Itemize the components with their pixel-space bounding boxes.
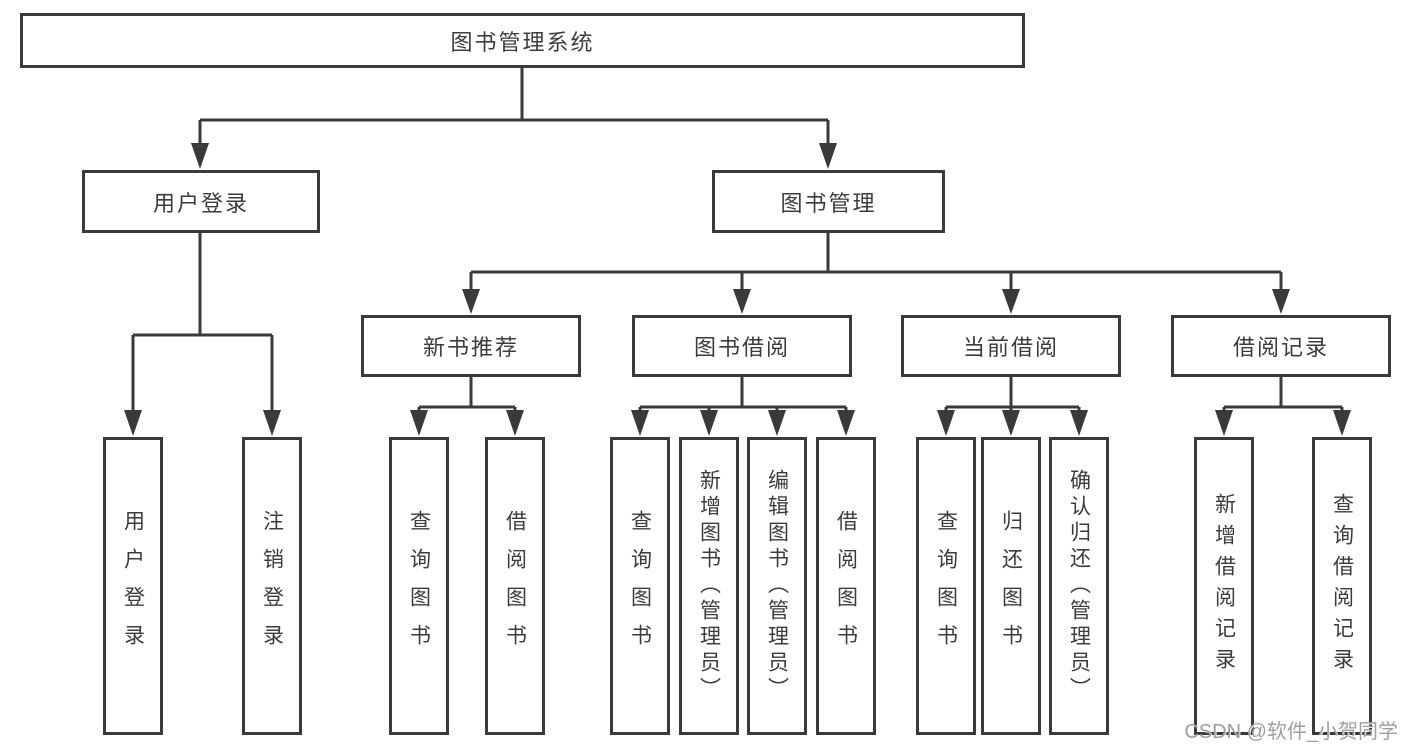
leaf-query-book-recommend-label: 查询图书 xyxy=(407,510,431,662)
csdn-watermark: CSDN @软件_小贺同学 xyxy=(1184,721,1398,743)
node-user-login: 用户登录 xyxy=(82,170,320,233)
node-book-management-label: 图书管理 xyxy=(780,190,877,216)
leaf-borrow-book-recommend: 借阅图书 xyxy=(485,437,545,735)
leaf-add-book-admin-label: 新增图书（管理员） xyxy=(697,469,721,703)
leaf-query-borrow-record: 查询借阅记录 xyxy=(1312,437,1372,735)
leaf-query-book-borrowing-label: 查询图书 xyxy=(628,510,652,662)
leaf-logout-label: 注销登录 xyxy=(260,510,284,662)
leaf-query-borrow-record-label: 查询借阅记录 xyxy=(1330,493,1354,679)
node-root: 图书管理系统 xyxy=(20,13,1025,68)
leaf-add-book-admin: 新增图书（管理员） xyxy=(679,437,739,735)
leaf-borrow-book-label: 借阅图书 xyxy=(834,510,858,662)
leaf-query-book-current: 查询图书 xyxy=(916,437,976,735)
arrowhead-icons xyxy=(124,143,1351,436)
node-book-borrowing: 图书借阅 xyxy=(632,315,852,377)
node-book-management: 图书管理 xyxy=(712,170,945,233)
leaf-borrow-book: 借阅图书 xyxy=(816,437,876,735)
leaf-confirm-return-admin: 确认归还（管理员） xyxy=(1049,437,1109,735)
node-current-borrowing: 当前借阅 xyxy=(901,315,1121,377)
leaf-logout: 注销登录 xyxy=(242,437,302,735)
node-borrowing-record: 借阅记录 xyxy=(1171,315,1391,377)
node-new-book-recommend: 新书推荐 xyxy=(361,315,581,377)
leaf-user-login: 用户登录 xyxy=(103,437,163,735)
node-new-book-recommend-label: 新书推荐 xyxy=(422,335,519,360)
leaf-confirm-return-admin-label: 确认归还（管理员） xyxy=(1067,469,1091,703)
leaf-query-book-borrowing: 查询图书 xyxy=(610,437,670,735)
leaf-add-borrow-record: 新增借阅记录 xyxy=(1194,437,1254,735)
leaf-borrow-book-recommend-label: 借阅图书 xyxy=(503,510,527,662)
leaf-return-book-label: 归还图书 xyxy=(999,510,1023,662)
leaf-query-book-current-label: 查询图书 xyxy=(934,510,958,662)
node-root-label: 图书管理系统 xyxy=(450,29,595,55)
leaf-return-book: 归还图书 xyxy=(981,437,1041,735)
leaf-add-borrow-record-label: 新增借阅记录 xyxy=(1212,493,1236,679)
node-borrowing-record-label: 借阅记录 xyxy=(1232,335,1329,360)
node-book-borrowing-label: 图书借阅 xyxy=(693,335,790,360)
leaf-edit-book-admin-label: 编辑图书（管理员） xyxy=(765,469,789,703)
leaf-user-login-label: 用户登录 xyxy=(121,510,145,662)
node-user-login-label: 用户登录 xyxy=(152,190,249,216)
node-current-borrowing-label: 当前借阅 xyxy=(962,335,1059,360)
leaf-query-book-recommend: 查询图书 xyxy=(389,437,449,735)
leaf-edit-book-admin: 编辑图书（管理员） xyxy=(747,437,807,735)
